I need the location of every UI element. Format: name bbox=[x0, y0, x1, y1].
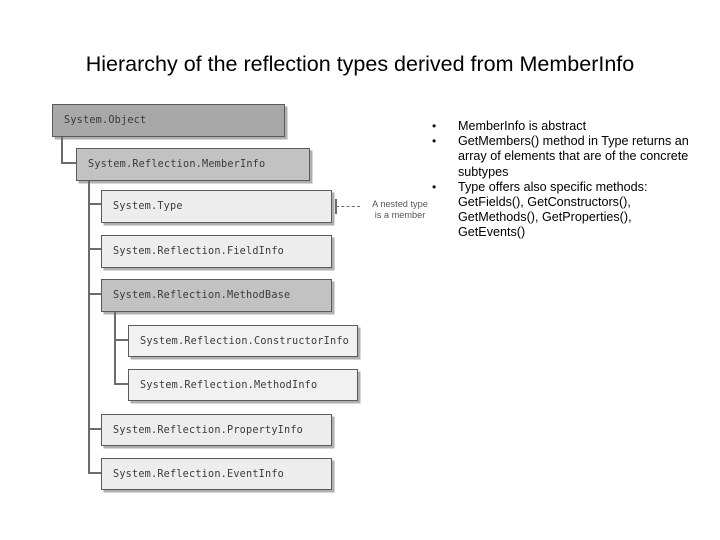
connector-to-methodbase bbox=[88, 293, 102, 295]
list-item-text: GetMembers() method in Type returns an a… bbox=[458, 134, 689, 179]
node-label: System.Object bbox=[64, 115, 147, 126]
connector-object-to-memberinfo bbox=[61, 162, 88, 164]
list-item: • MemberInfo is abstract bbox=[428, 119, 690, 134]
bullet-icon: • bbox=[432, 179, 437, 194]
nested-note-dashed-line bbox=[336, 206, 360, 207]
connector-to-propertyinfo bbox=[88, 428, 102, 430]
nested-type-annotation: A nested type is a member bbox=[360, 199, 440, 220]
node-system-reflection-methodinfo[interactable]: System.Reflection.MethodInfo bbox=[128, 369, 358, 401]
list-item: • GetMembers() method in Type returns an… bbox=[428, 134, 690, 180]
bullet-icon: • bbox=[432, 134, 437, 149]
node-label: System.Reflection.MethodInfo bbox=[140, 379, 318, 391]
connector-to-fieldinfo bbox=[88, 248, 102, 250]
connector-to-methodinfo bbox=[114, 383, 129, 385]
class-hierarchy-diagram: System.Object System.Reflection.MemberIn… bbox=[52, 104, 428, 490]
node-label: System.Reflection.EventInfo bbox=[113, 468, 285, 480]
node-label: System.Reflection.PropertyInfo bbox=[113, 424, 304, 436]
connector-object-trunk bbox=[61, 137, 63, 164]
node-system-reflection-memberinfo[interactable]: System.Reflection.MemberInfo bbox=[76, 148, 310, 181]
node-label: System.Reflection.ConstructorInfo bbox=[140, 335, 350, 347]
bullet-icon: • bbox=[432, 119, 437, 133]
node-system-reflection-propertyinfo[interactable]: System.Reflection.PropertyInfo bbox=[101, 414, 332, 446]
node-system-object[interactable]: System.Object bbox=[52, 104, 285, 137]
node-label: System.Reflection.FieldInfo bbox=[113, 246, 285, 257]
nested-note-line2: is a member bbox=[374, 209, 426, 220]
connector-to-type bbox=[88, 203, 102, 205]
list-item-text: Type offers also specific methods: GetFi… bbox=[458, 179, 648, 240]
bullet-list: • MemberInfo is abstract • GetMembers() … bbox=[428, 119, 690, 241]
node-label: System.Reflection.MemberInfo bbox=[88, 159, 266, 170]
page-title: Hierarchy of the reflection types derive… bbox=[85, 52, 635, 76]
node-label: System.Type bbox=[113, 201, 183, 212]
connector-memberinfo-trunk bbox=[88, 180, 90, 473]
node-system-type[interactable]: System.Type bbox=[101, 190, 332, 223]
node-system-reflection-methodbase[interactable]: System.Reflection.MethodBase bbox=[101, 279, 332, 312]
node-system-reflection-eventinfo[interactable]: System.Reflection.EventInfo bbox=[101, 458, 332, 490]
nested-note-line1: A nested type bbox=[372, 199, 428, 209]
list-item-text: MemberInfo is abstract bbox=[458, 119, 587, 133]
node-system-reflection-fieldinfo[interactable]: System.Reflection.FieldInfo bbox=[101, 235, 332, 268]
nested-note-tick bbox=[335, 199, 337, 214]
connector-to-constructorinfo bbox=[114, 339, 129, 341]
node-system-reflection-constructorinfo[interactable]: System.Reflection.ConstructorInfo bbox=[128, 325, 358, 357]
connector-to-eventinfo bbox=[88, 472, 102, 474]
node-label: System.Reflection.MethodBase bbox=[113, 290, 291, 301]
connector-methodbase-trunk bbox=[114, 310, 116, 384]
list-item: • Type offers also specific methods: Get… bbox=[428, 180, 690, 241]
